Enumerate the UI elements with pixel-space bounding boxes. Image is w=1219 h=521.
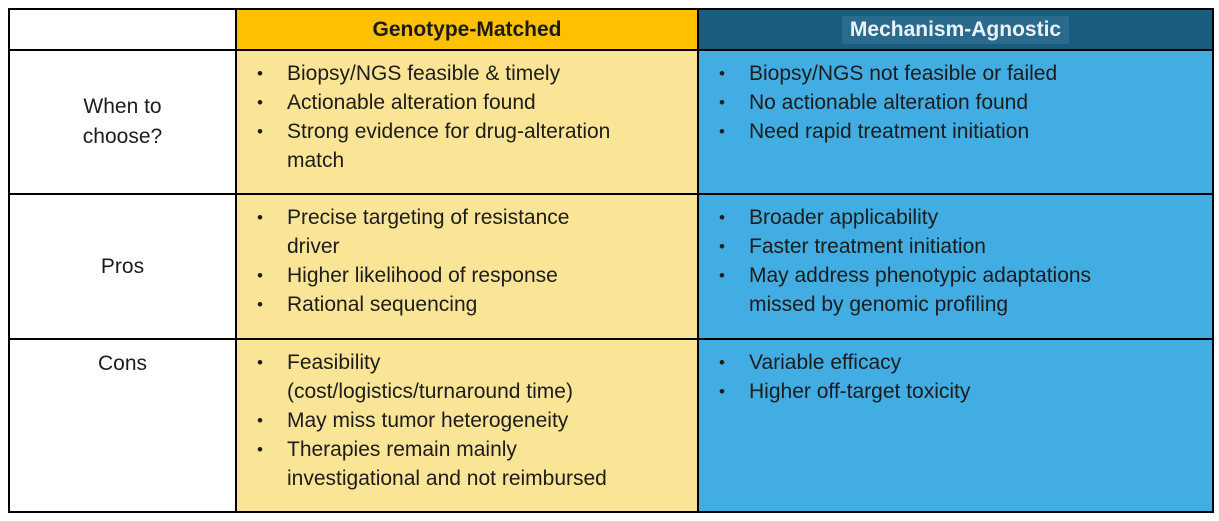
cell-pros-mechanism: • Broader applicability • Faster treatme…	[697, 193, 1214, 340]
list-item: • Actionable alteration found	[238, 88, 691, 117]
list-item: • Strong evidence for drug-alteration ma…	[238, 117, 691, 175]
bullet-icon: •	[257, 266, 263, 285]
row-label-when-to-choose: When to choose?	[8, 49, 237, 195]
comparison-table: Genotype-Matched Mechanism-Agnostic When…	[8, 8, 1214, 513]
column-header-mechanism-label: Mechanism-Agnostic	[841, 15, 1070, 44]
cell-when-genotype: • Biopsy/NGS feasible & timely • Actiona…	[235, 49, 699, 195]
bullet-icon: •	[719, 266, 725, 285]
bullet-icon: •	[257, 122, 263, 141]
list-item: • Broader applicability	[700, 203, 1206, 232]
list-item: • Therapies remain mainly investigationa…	[238, 435, 691, 493]
list-item-text: May address phenotypic adaptations misse…	[749, 264, 1092, 316]
row-label-cons: Cons	[8, 338, 237, 513]
list-item-text: May miss tumor heterogeneity	[287, 409, 569, 432]
column-header-genotype: Genotype-Matched	[235, 8, 699, 51]
cell-when-mechanism: • Biopsy/NGS not feasible or failed • No…	[697, 49, 1214, 195]
when-mechanism-list: • Biopsy/NGS not feasible or failed • No…	[700, 59, 1206, 146]
cell-cons-mechanism: • Variable efficacy • Higher off-target …	[697, 338, 1214, 513]
list-item: • Need rapid treatment initiation	[700, 117, 1206, 146]
cons-genotype-list: • Feasibility (cost/logistics/turnaround…	[238, 348, 691, 493]
bullet-icon: •	[719, 237, 725, 256]
list-item-text: Variable efficacy	[749, 351, 902, 374]
row-label-pros: Pros	[8, 193, 237, 340]
list-item-text: Faster treatment initiation	[749, 235, 986, 258]
column-header-mechanism: Mechanism-Agnostic	[697, 8, 1214, 51]
bullet-icon: •	[257, 208, 263, 227]
list-item-text: Higher likelihood of response	[287, 264, 558, 287]
list-item-text: Biopsy/NGS feasible & timely	[287, 62, 561, 85]
list-item-text: No actionable alteration found	[749, 91, 1029, 114]
header-row: Genotype-Matched Mechanism-Agnostic	[8, 8, 1214, 51]
pros-genotype-list: • Precise targeting of resistance driver…	[238, 203, 691, 319]
list-item: • Higher off-target toxicity	[700, 377, 1206, 406]
bullet-icon: •	[257, 64, 263, 83]
list-item-text: Rational sequencing	[287, 293, 478, 316]
list-item: • Rational sequencing	[238, 290, 691, 319]
list-item: • Feasibility (cost/logistics/turnaround…	[238, 348, 691, 406]
bullet-icon: •	[257, 411, 263, 430]
table-row-pros: Pros • Precise targeting of resistance d…	[8, 193, 1214, 340]
list-item: • Faster treatment initiation	[700, 232, 1206, 261]
list-item-text: Higher off-target toxicity	[749, 380, 971, 403]
list-item: • Biopsy/NGS feasible & timely	[238, 59, 691, 88]
row-label-text: Cons	[97, 352, 148, 375]
list-item: • May address phenotypic adaptations mis…	[700, 261, 1206, 319]
list-item-text: Feasibility (cost/logistics/turnaround t…	[287, 351, 573, 403]
bullet-icon: •	[257, 93, 263, 112]
list-item-text: Need rapid treatment initiation	[749, 120, 1030, 143]
list-item-text: Precise targeting of resistance driver	[287, 206, 570, 258]
bullet-icon: •	[257, 353, 263, 372]
list-item-text: Biopsy/NGS not feasible or failed	[749, 62, 1058, 85]
list-item-text: Therapies remain mainly investigational …	[287, 438, 607, 490]
bullet-icon: •	[719, 64, 725, 83]
list-item: • Variable efficacy	[700, 348, 1206, 377]
bullet-icon: •	[719, 353, 725, 372]
row-label-text: When to choose?	[82, 95, 163, 148]
bullet-icon: •	[719, 208, 725, 227]
column-header-genotype-label: Genotype-Matched	[372, 17, 562, 41]
list-item: • Biopsy/NGS not feasible or failed	[700, 59, 1206, 88]
list-item-text: Strong evidence for drug-alteration matc…	[287, 120, 611, 172]
list-item-text: Broader applicability	[749, 206, 939, 229]
bullet-icon: •	[719, 382, 725, 401]
pros-mechanism-list: • Broader applicability • Faster treatme…	[700, 203, 1206, 319]
bullet-icon: •	[257, 440, 263, 459]
corner-cell	[8, 8, 237, 51]
bullet-icon: •	[257, 295, 263, 314]
list-item: • Higher likelihood of response	[238, 261, 691, 290]
list-item: • No actionable alteration found	[700, 88, 1206, 117]
when-genotype-list: • Biopsy/NGS feasible & timely • Actiona…	[238, 59, 691, 175]
table-row-when-to-choose: When to choose? • Biopsy/NGS feasible & …	[8, 49, 1214, 195]
cell-pros-genotype: • Precise targeting of resistance driver…	[235, 193, 699, 340]
cons-mechanism-list: • Variable efficacy • Higher off-target …	[700, 348, 1206, 406]
bullet-icon: •	[719, 93, 725, 112]
row-label-text: Pros	[100, 254, 145, 278]
bullet-icon: •	[719, 122, 725, 141]
list-item: • Precise targeting of resistance driver	[238, 203, 691, 261]
table-row-cons: Cons • Feasibility (cost/logistics/turna…	[8, 338, 1214, 513]
list-item: • May miss tumor heterogeneity	[238, 406, 691, 435]
list-item-text: Actionable alteration found	[287, 91, 536, 114]
cell-cons-genotype: • Feasibility (cost/logistics/turnaround…	[235, 338, 699, 513]
